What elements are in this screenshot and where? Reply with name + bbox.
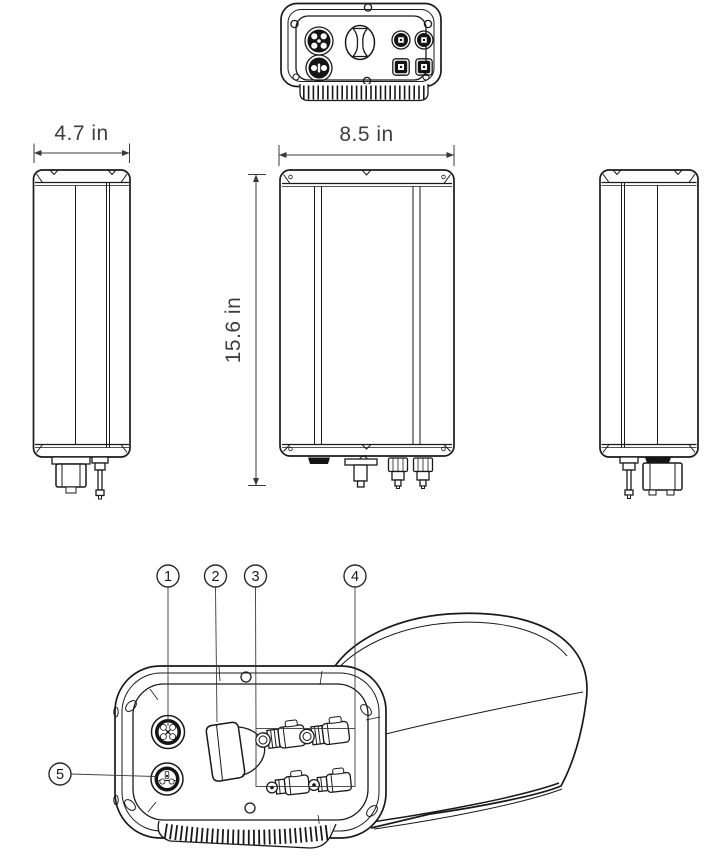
front-body [279, 169, 455, 457]
small-round-connectors [391, 30, 434, 50]
callout-3: 3 [243, 564, 268, 588]
front-details [282, 169, 452, 452]
perspective-body [329, 612, 588, 830]
side-left-body [32, 169, 131, 458]
top-view-face [295, 15, 427, 81]
callout-1: 1 [156, 564, 180, 588]
callout-4-number: 4 [351, 569, 359, 585]
side-right-body [599, 169, 699, 458]
dimension-label-side-width: 4.7 in [54, 122, 108, 145]
heatsink-fins-perspective [157, 820, 337, 849]
heatsink-fins-top-view [299, 84, 429, 102]
callout-4: 4 [343, 564, 367, 588]
top-view [280, 2, 442, 102]
rim-segment-ticks [147, 666, 381, 830]
side-view-right [599, 169, 699, 499]
front-view: 8.5 in 15.6 in [222, 123, 455, 490]
dimension-height: 15.6 in [222, 174, 266, 486]
rim-screw-bosses [124, 700, 378, 817]
dc-plug [344, 455, 378, 488]
rim-hole-top [240, 671, 252, 683]
round-connector-lower [150, 762, 184, 796]
side-right-details [601, 169, 697, 453]
rim-edge-bump-2 [113, 794, 119, 806]
callout-2: 2 [203, 564, 228, 588]
side-view-left: 4.7 in [32, 122, 131, 500]
perspective-view: 1 2 3 4 5 [48, 564, 588, 849]
side-left-bottom-connectors [51, 456, 109, 500]
rotary-switch-icon [344, 24, 376, 61]
pv-connector-front-2 [412, 457, 434, 490]
rim-hole-bottom [244, 802, 256, 814]
dimension-side-width: 4.7 in [33, 122, 130, 163]
round-connector-upper [150, 714, 186, 750]
callout-leaders [70, 586, 356, 787]
dimension-label-height: 15.6 in [222, 297, 245, 364]
top-view-rim [287, 9, 435, 82]
power-switch [205, 721, 266, 782]
top-view-screw-holes [290, 3, 433, 86]
side-right-bottom-connectors [619, 456, 683, 499]
dimension-label-front-width: 8.5 in [339, 123, 393, 146]
callout-2-number: 2 [211, 569, 219, 585]
callout-1-number: 1 [164, 569, 172, 585]
square-connectors [392, 58, 433, 76]
front-bottom-connectors [308, 455, 434, 490]
round-connector-4pin-icon [304, 26, 334, 56]
vent-block [308, 457, 330, 464]
pv-connector-front-1 [387, 457, 409, 490]
callout-3-number: 3 [251, 569, 259, 585]
callout-5-number: 5 [56, 767, 64, 783]
dimension-front-width: 8.5 in [278, 123, 455, 166]
round-connector-2pin-icon [305, 54, 333, 82]
callout-5: 5 [48, 762, 72, 786]
perspective-face [113, 665, 387, 839]
side-left-details [35, 169, 129, 453]
rim-edge-bump-1 [113, 706, 119, 718]
